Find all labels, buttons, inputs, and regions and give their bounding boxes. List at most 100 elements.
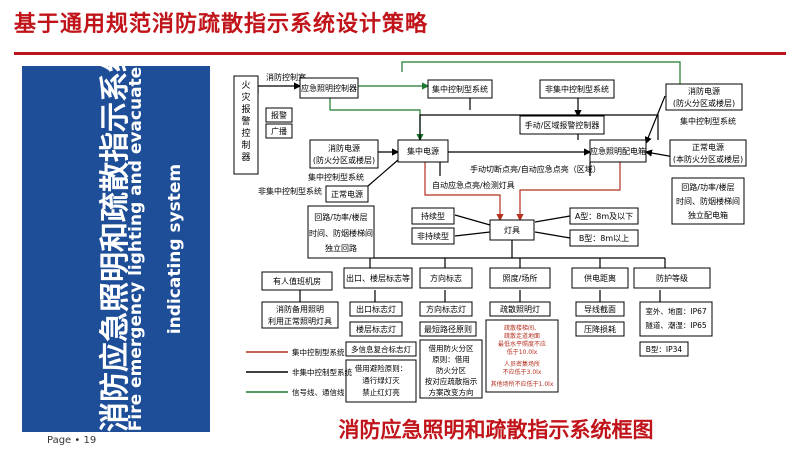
fixture-label: 灯具 [504,225,520,235]
loop-note-left-box [307,205,375,259]
lighting-place-box [489,267,551,289]
normal-power-left-label: 正常电源 [331,189,363,199]
no-duty-room-label: 有人值班机房 [273,276,321,286]
multi-info-box [345,341,417,357]
borrow-1: 借用避险原则： [355,363,408,373]
central-control-right-label: 集中控制型系统 [680,116,736,126]
fire-power-right-label: 消防电源 [688,86,720,96]
keep-lighting-box [261,301,339,329]
emergency-dist-label: 应急照明配电箱 [590,146,646,156]
evac-lighting-lamp-label: 疏散照明灯 [500,304,540,314]
normal-power-right-sub: (本防火分区或楼层) [673,154,743,164]
side-panel: 消防应急照明和疏散指示系统 Fire emergency lighting an… [22,66,210,432]
page-number: Page • 19 [47,435,97,446]
legend-central-label: 集中控制型系统 [292,347,345,357]
manual-zone-controller-box [519,115,605,135]
broadcast-box [265,123,293,139]
auto-emergency-label: 自动应急点亮/检测灯具 [432,180,515,190]
dir-sign-lamp-label: 方向标志灯 [426,304,466,314]
loop-note-left-2: 时间、防烟楼梯间 [309,228,373,238]
voltage-drop-box [575,321,625,337]
alarm-controller-label: 火灾报警控制器 [241,80,250,163]
type-a-box [569,207,639,225]
direction-sign-label: 方向标志 [430,273,462,283]
emergency-controller-label: 应急照明控制器 [301,83,357,93]
emergency-dist-box [589,139,647,163]
compartment-4: 按对应疏散指示 [425,376,478,386]
normal-power-left-box [325,185,369,203]
illum-note-2: 疏散走道地面 [504,332,540,340]
compartment-1: 借用防火分区 [429,343,474,353]
fixture-box [489,219,535,241]
protection-level-label: 防护等级 [656,273,688,283]
wire-section-label: 导线截面 [584,304,616,314]
central-control-label: 集中控制型系统 [432,84,488,94]
non-central-control-label: 非集中控制型系统 [545,84,609,94]
non-continuous-label: 非持续型 [417,231,449,241]
fire-power-left-sub: (防火分区或楼层) [313,155,375,165]
loop-note-right-3: 独立配电箱 [688,210,728,220]
compartment-principle-box [419,339,483,399]
non-central-control-left-label: 非集中控制型系统 [258,186,322,196]
fire-power-left-label: 消防电源 [328,143,360,153]
compartment-2: 原则：借用 [432,354,470,364]
loop-note-left-1: 回路/功率/楼层 [314,212,367,222]
central-power-label: 集中电源 [407,146,439,156]
floor-sign-lamp-box [349,321,403,337]
title-underline [14,52,786,55]
exit-sign-lamp-box [349,301,403,317]
b-ip-box [639,341,689,357]
loop-note-right-1: 回路/功率/楼层 [681,182,734,192]
central-power-box [397,139,449,163]
alarm-box [265,107,293,123]
nearest-principle-label: 最短路径原则 [424,324,472,334]
continuous-box [411,207,455,225]
borrow-3: 禁止红灯亮 [362,387,400,397]
emergency-controller-box [299,77,359,99]
direction-sign-box [419,267,473,289]
illum-note-1: 疏散楼梯间、 [504,324,540,332]
fire-power-right-sub: (防火分区或楼层) [673,98,735,108]
manual-zone-controller-label: 手动/区域报警控制器 [525,120,600,130]
legend-non-central-label: 非集中控制型系统 [292,367,352,377]
floor-sign-lamp-label: 楼层标志灯 [356,324,396,334]
diagram-caption: 消防应急照明和疏散指示系统框图 [338,418,654,442]
central-control-box [427,79,493,99]
type-b-label: B型：8m以上 [579,234,629,243]
illum-note-3: 最低水平照度不应 [498,340,546,348]
b-ip-label: B型：IP34 [646,345,683,354]
loop-note-right-2: 时间、防烟楼梯间 [676,196,740,206]
fire-power-right-box [665,83,743,111]
voltage-drop-label: 压降损耗 [584,324,616,334]
fire-power-left-box [309,139,379,169]
compartment-5: 方案改变方向 [429,387,474,397]
type-a-label: A型：8m及以下 [575,212,633,221]
loop-note-left-3: 独立回路 [325,243,357,253]
fire-control-room-label: 消防控制室 [266,72,306,82]
nearest-principle-box [419,321,477,337]
keep-lighting-1: 消防备用照明 [276,304,324,314]
power-distance-box [571,267,629,289]
page-title: 基于通用规范消防疏散指示系统设计策略 [14,12,429,37]
legend-signal-label: 信号线、通信线 [292,387,345,397]
illum-note-4: 低于10.0lx [507,348,538,356]
borrow-principle-box [345,359,417,403]
illum-note-7: 其他场所不应低于1.0lx [491,380,554,388]
tunnel-ip-label: 隧道、潮湿：IP65 [645,320,707,330]
keep-lighting-2: 利用正常照明灯具 [268,316,332,326]
compartment-3: 防火分区 [436,365,466,375]
wire-section-box [575,301,625,317]
evac-lighting-lamp-box [489,301,551,317]
non-central-control-box [539,79,615,99]
normal-power-right-box [669,139,747,167]
legend: 集中控制型系统 非集中控制型系统 信号线、通信线 [246,347,352,397]
exit-floor-sign-label: 出口、楼层标志等 [346,273,410,283]
central-control-left-label: 集中控制型系统 [308,172,364,182]
alarm-label: 报警 [271,110,287,120]
manual-auto-label: 手动切断点亮/自动应急点亮（区域） [470,164,601,174]
outdoor-ip-label: 室外、地面：IP67 [645,306,707,316]
power-distance-label: 供电距离 [584,273,616,283]
lighting-place-label: 照度/场所 [503,273,538,283]
multi-info-label: 多信息复合标志灯 [351,344,411,354]
